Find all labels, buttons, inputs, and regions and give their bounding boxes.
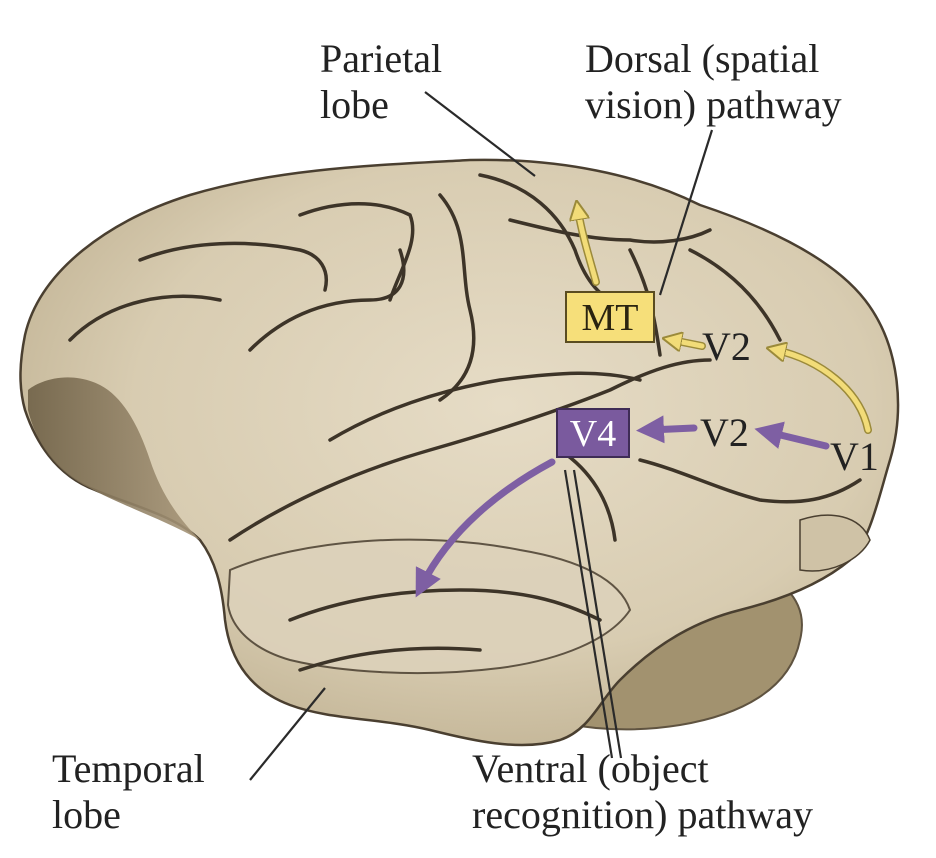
ventral-leader-2 xyxy=(572,469,623,759)
leader-lines xyxy=(249,91,714,781)
ventral-arrow-v1-to-v2 xyxy=(754,421,830,450)
mt-label: MT xyxy=(582,297,639,339)
mt-box xyxy=(565,291,655,343)
temporal-lobe-shape xyxy=(226,538,632,675)
sulcus-8 xyxy=(328,371,642,442)
ventral-leader-1 xyxy=(563,469,614,759)
dorsal-arrows xyxy=(578,210,872,434)
ventral-label-line2: recognition) pathway xyxy=(472,792,813,837)
temporal-label-line1: Temporal xyxy=(52,746,205,791)
sulcus-9 xyxy=(288,588,602,622)
v1-label: V1 xyxy=(830,434,879,479)
sulcus-4 xyxy=(298,202,415,302)
brain-illustration xyxy=(19,158,900,747)
dorsal-leader xyxy=(658,129,714,296)
ventral-arrow-v2-to-v4 xyxy=(636,415,698,444)
sulcus-11 xyxy=(638,458,862,504)
sulcus-1 xyxy=(68,294,222,342)
ventral-arrow-v4-to-temporal xyxy=(415,458,556,598)
occipital-pole xyxy=(799,514,871,572)
sulcus-12 xyxy=(688,248,782,342)
parietal-leader xyxy=(424,91,536,177)
v4-area: V4 xyxy=(556,408,630,458)
sulcus-lateral xyxy=(228,358,712,542)
sulcus-central xyxy=(438,193,476,402)
ventral-arrows xyxy=(415,415,830,598)
frontal-shadow xyxy=(28,377,200,540)
sulcus-2 xyxy=(138,241,328,292)
v4-box xyxy=(556,408,630,458)
sulcus-6 xyxy=(508,218,712,244)
temporal-leader xyxy=(249,687,326,781)
parietal-label-line2: lobe xyxy=(320,82,389,127)
mt-area: MT xyxy=(565,291,655,343)
v2-ventral-label: V2 xyxy=(700,410,749,455)
sulcus-10 xyxy=(298,646,482,672)
parietal-label-line1: Parietal xyxy=(320,36,442,81)
dorsal-label-line2: vision) pathway xyxy=(585,82,842,127)
v4-label: V4 xyxy=(570,413,616,455)
ventral-label-line1: Ventral (object xyxy=(472,746,709,791)
temporal-label-line2: lobe xyxy=(52,792,121,837)
v2-dorsal-label: V2 xyxy=(702,324,751,369)
dorsal-label-line1: Dorsal (spatial xyxy=(585,36,819,81)
sulcus-3 xyxy=(248,248,406,352)
